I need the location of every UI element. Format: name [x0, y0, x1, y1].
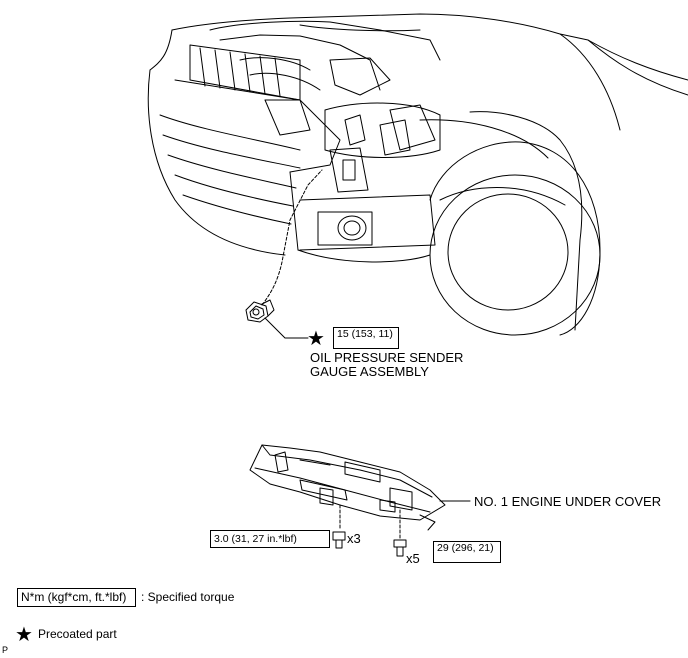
sender-callout-line — [264, 317, 309, 339]
star-icon: ★ — [15, 624, 33, 646]
legend-torque-desc: : Specified torque — [141, 590, 235, 604]
under-cover-label: NO. 1 ENGINE UNDER COVER — [474, 494, 662, 509]
large-bolt-illustration — [393, 539, 407, 557]
small-bolt-torque-box: 3.0 (31, 27 in.*lbf) — [210, 530, 330, 548]
sender-location-leader — [261, 169, 323, 306]
oil-sender-torque-box: 15 (153, 11) — [333, 327, 399, 349]
oil-sender-label-line2: GAUGE ASSEMBLY — [310, 364, 429, 379]
vehicle-front-illustration — [147, 13, 688, 336]
star-icon: ★ — [307, 328, 325, 350]
large-bolt-quantity: x5 — [406, 551, 420, 566]
corner-mark: P — [2, 645, 9, 655]
engine-under-cover-illustration — [249, 444, 446, 531]
small-bolt-quantity: x3 — [347, 531, 361, 546]
small-bolt-illustration — [332, 531, 346, 549]
large-bolt-torque-box: 29 (296, 21) — [433, 541, 501, 563]
oil-sender-label-line1: OIL PRESSURE SENDER — [310, 350, 464, 365]
legend-precoat-desc: Precoated part — [38, 627, 117, 641]
legend-torque-unit-box: N*m (kgf*cm, ft.*lbf) — [17, 588, 136, 607]
oil-pressure-sender-illustration — [245, 299, 275, 323]
